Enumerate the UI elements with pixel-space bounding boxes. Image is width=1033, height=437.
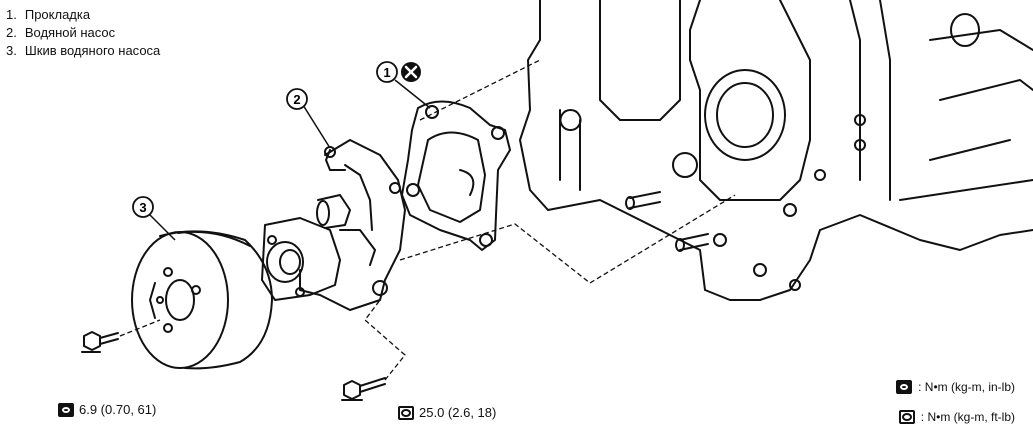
torque-wrench-ft-lb-icon [898,410,915,424]
svg-text:1: 1 [383,65,390,80]
units-key-in-lb-text: : N•m (kg-m, in-lb) [918,380,1015,394]
engine-block [519,0,1033,301]
legend-item: 3. Шкив водяного насоса [6,42,160,60]
callout-water-pump: 2 [286,88,308,110]
legend-text: Водяной насос [24,25,116,40]
legend-text: Шкив водяного насоса [24,43,161,58]
legend-number: 1. [6,7,17,22]
parts-legend: 1. Прокладка 2. Водяной насос 3. Шкив во… [6,6,160,60]
pump-bolt [341,377,386,401]
engine-studs [625,191,709,252]
units-key-ft-lb-text: : N•m (kg-m, ft-lb) [920,410,1015,424]
callout-gasket: 1 [376,61,421,83]
legend-text: Прокладка [24,7,91,22]
legend-item: 2. Водяной насос [6,24,160,42]
legend-number: 2. [6,25,17,40]
units-key-ft-lb: : N•m (kg-m, ft-lb) [898,410,1015,424]
pulley-bolt-torque: 6.9 (0.70, 61) [58,402,156,417]
torque-wrench-in-lb-icon [58,402,74,417]
water-pump [261,139,406,311]
callout-pulley: 3 [132,196,154,218]
water-pump-pulley [131,230,273,370]
legend-item: 1. Прокладка [6,6,160,24]
do-not-reuse-icon [401,62,421,82]
gasket [401,100,511,251]
pump-bolt-torque-value: 25.0 (2.6, 18) [419,405,497,420]
legend-number: 3. [6,43,17,58]
pulley-bolt-torque-value: 6.9 (0.70, 61) [79,402,157,417]
pump-bolt-torque: 25.0 (2.6, 18) [398,405,496,420]
svg-text:2: 2 [293,92,300,107]
pulley-bolt [81,331,119,353]
svg-text:3: 3 [139,200,146,215]
torque-wrench-ft-lb-icon [398,405,414,420]
torque-wrench-in-lb-icon [896,380,913,394]
units-key-in-lb: : N•m (kg-m, in-lb) [896,380,1015,394]
